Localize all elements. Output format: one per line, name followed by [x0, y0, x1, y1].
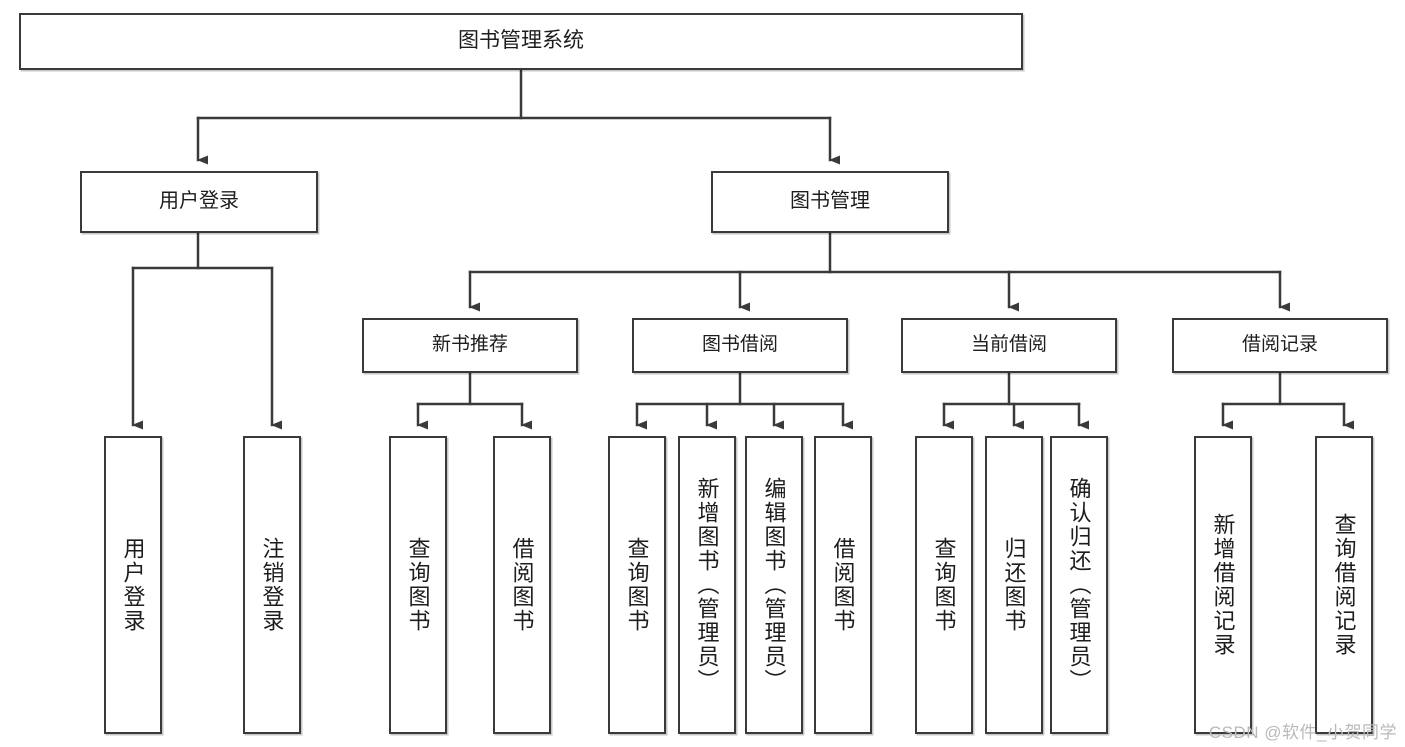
leaf-borrow-book-1-label: 借阅图书 — [509, 537, 535, 633]
leaf-confirm-return[interactable]: 确认归还（管理员） — [1050, 436, 1108, 734]
leaf-confirm-return-label: 确认归还（管理员） — [1066, 477, 1092, 693]
leaf-return-book[interactable]: 归还图书 — [985, 436, 1043, 734]
leaf-add-record-label: 新增借阅记录 — [1210, 513, 1236, 657]
leaf-query-book-3-label: 查询图书 — [931, 537, 957, 633]
leaf-borrow-book-2[interactable]: 借阅图书 — [814, 436, 872, 734]
leaf-query-book-2-label: 查询图书 — [624, 537, 650, 633]
node-user-login-label: 用户登录 — [159, 190, 239, 213]
node-borrow-record-label: 借阅记录 — [1241, 334, 1318, 356]
node-current-borrow-label: 当前借阅 — [970, 334, 1047, 356]
leaf-borrow-book-1[interactable]: 借阅图书 — [493, 436, 551, 734]
leaf-query-book-1-label: 查询图书 — [405, 537, 431, 633]
leaf-add-record[interactable]: 新增借阅记录 — [1194, 436, 1252, 734]
node-current-borrow[interactable]: 当前借阅 — [901, 318, 1117, 373]
node-root[interactable]: 图书管理系统 — [19, 13, 1023, 70]
csdn-watermark: CSDN @软件_小贺同学 — [1208, 723, 1397, 742]
leaf-query-record-label: 查询借阅记录 — [1331, 513, 1357, 657]
node-new-book-recommend-label: 新书推荐 — [431, 334, 508, 356]
node-book-manage-label: 图书管理 — [790, 190, 870, 213]
node-book-manage[interactable]: 图书管理 — [711, 171, 949, 233]
node-user-login[interactable]: 用户登录 — [80, 171, 318, 233]
node-book-borrow-label: 图书借阅 — [701, 334, 778, 356]
leaf-query-book-3[interactable]: 查询图书 — [915, 436, 973, 734]
node-borrow-record[interactable]: 借阅记录 — [1172, 318, 1388, 373]
leaf-edit-book-label: 编辑图书（管理员） — [761, 477, 787, 693]
node-new-book-recommend[interactable]: 新书推荐 — [362, 318, 578, 373]
leaf-add-book-label: 新增图书（管理员） — [694, 477, 720, 693]
node-root-label: 图书管理系统 — [458, 29, 584, 53]
leaf-logout-label: 注销登录 — [259, 537, 285, 633]
leaf-query-book-2[interactable]: 查询图书 — [608, 436, 666, 734]
leaf-query-book-1[interactable]: 查询图书 — [389, 436, 447, 734]
leaf-user-login[interactable]: 用户登录 — [104, 436, 162, 734]
leaf-add-book[interactable]: 新增图书（管理员） — [678, 436, 736, 734]
leaf-borrow-book-2-label: 借阅图书 — [830, 537, 856, 633]
node-book-borrow[interactable]: 图书借阅 — [632, 318, 848, 373]
leaf-logout[interactable]: 注销登录 — [243, 436, 301, 734]
leaf-edit-book[interactable]: 编辑图书（管理员） — [745, 436, 803, 734]
leaf-return-book-label: 归还图书 — [1001, 537, 1027, 633]
leaf-user-login-label: 用户登录 — [120, 537, 146, 633]
leaf-query-record[interactable]: 查询借阅记录 — [1315, 436, 1373, 734]
